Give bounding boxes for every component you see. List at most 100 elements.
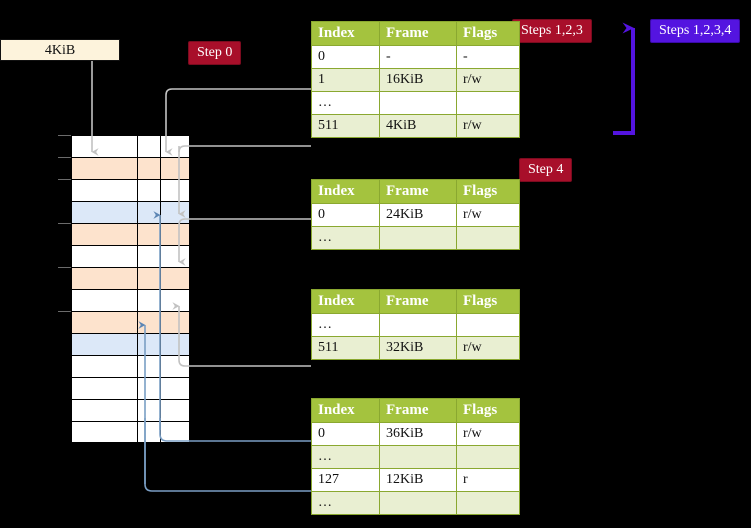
wire-table1-row511 xyxy=(178,145,311,218)
column-header-index: Index xyxy=(311,21,380,46)
cell-frame: 36KiB xyxy=(379,422,457,446)
cell-frame xyxy=(379,445,457,469)
arrow-steps-1-2-3-4 xyxy=(613,22,635,135)
cell-flags xyxy=(456,491,520,515)
memory-tick-2 xyxy=(58,179,71,180)
column-header-frame: Frame xyxy=(379,398,457,423)
memory-row-1 xyxy=(71,157,190,179)
cell-frame: 12KiB xyxy=(379,468,457,492)
memory-column-divider-0 xyxy=(137,135,138,443)
cell-flags xyxy=(456,313,520,337)
cell-flags: r/w xyxy=(456,114,520,138)
cell-frame xyxy=(379,491,457,515)
cell-flags: r xyxy=(456,468,520,492)
memory-tick-1 xyxy=(58,157,71,158)
cell-index: 0 xyxy=(311,203,380,227)
cell-index: 1 xyxy=(311,68,380,92)
memory-row-0 xyxy=(71,135,190,157)
cell-frame xyxy=(379,313,457,337)
table-row: … xyxy=(311,445,520,469)
cell-index: 0 xyxy=(311,422,380,446)
memory-tick-8 xyxy=(58,311,71,312)
cell-index: 127 xyxy=(311,468,380,492)
memory-row-5 xyxy=(71,245,190,267)
cell-flags xyxy=(456,445,520,469)
memory-row-2 xyxy=(71,179,190,201)
memory-row-3 xyxy=(71,201,190,223)
column-header-frame: Frame xyxy=(379,289,457,314)
column-header-index: Index xyxy=(311,398,380,423)
cell-frame: 24KiB xyxy=(379,203,457,227)
column-header-frame: Frame xyxy=(379,21,457,46)
cell-index: 511 xyxy=(311,114,380,138)
cell-index: 511 xyxy=(311,336,380,360)
memory-column-divider-1 xyxy=(160,135,161,443)
cell-index: … xyxy=(311,445,380,469)
badge-step-4: Step 4 xyxy=(519,158,573,182)
table-row: … xyxy=(311,91,520,115)
memory-row-12 xyxy=(71,399,190,421)
cell-frame: 32KiB xyxy=(379,336,457,360)
cell-flags: r/w xyxy=(456,422,520,446)
column-header-flags: Flags xyxy=(456,21,520,46)
cell-flags xyxy=(456,91,520,115)
cell-index: … xyxy=(311,226,380,250)
cell-frame: - xyxy=(379,45,457,69)
cell-flags xyxy=(456,226,520,250)
memory-row-13 xyxy=(71,421,190,443)
column-header-flags: Flags xyxy=(456,398,520,423)
table-row: … xyxy=(311,226,520,250)
table-row: … xyxy=(311,491,520,515)
cell-flags: r/w xyxy=(456,203,520,227)
cell-frame xyxy=(379,226,457,250)
table-row: … xyxy=(311,313,520,337)
column-header-index: Index xyxy=(311,289,380,314)
column-header-frame: Frame xyxy=(379,179,457,204)
badge-step-0: Step 0 xyxy=(188,41,242,65)
memory-row-10 xyxy=(71,355,190,377)
column-header-index: Index xyxy=(311,179,380,204)
memory-tick-0 xyxy=(58,135,71,136)
cell-flags: r/w xyxy=(456,336,520,360)
memory-row-8 xyxy=(71,311,190,333)
memory-row-4 xyxy=(71,223,190,245)
memory-tick-6 xyxy=(58,267,71,268)
badge-steps-1-2-3-4: Steps 1,2,3,4 xyxy=(650,19,741,43)
wire-table3-row511 xyxy=(172,302,311,367)
cell-index: … xyxy=(311,491,380,515)
memory-tick-4 xyxy=(58,223,71,224)
cell-frame: 16KiB xyxy=(379,68,457,92)
cell-index: … xyxy=(311,91,380,115)
memory-row-9 xyxy=(71,333,190,355)
cell-index: 0 xyxy=(311,45,380,69)
memory-row-11 xyxy=(71,377,190,399)
column-header-flags: Flags xyxy=(456,289,520,314)
memory-grid xyxy=(58,135,190,443)
cell-frame xyxy=(379,91,457,115)
memory-row-6 xyxy=(71,267,190,289)
column-header-flags: Flags xyxy=(456,179,520,204)
cell-frame: 4KiB xyxy=(379,114,457,138)
badge-steps-1-2-3: Steps 1,2,3 xyxy=(512,19,592,43)
memory-size-box: 4KiB xyxy=(0,39,120,61)
table-row: 0-- xyxy=(311,45,520,69)
cell-flags: - xyxy=(456,45,520,69)
wire-table2-row0 xyxy=(178,218,311,266)
cell-flags: r/w xyxy=(456,68,520,92)
memory-row-7 xyxy=(71,289,190,311)
cell-index: … xyxy=(311,313,380,337)
